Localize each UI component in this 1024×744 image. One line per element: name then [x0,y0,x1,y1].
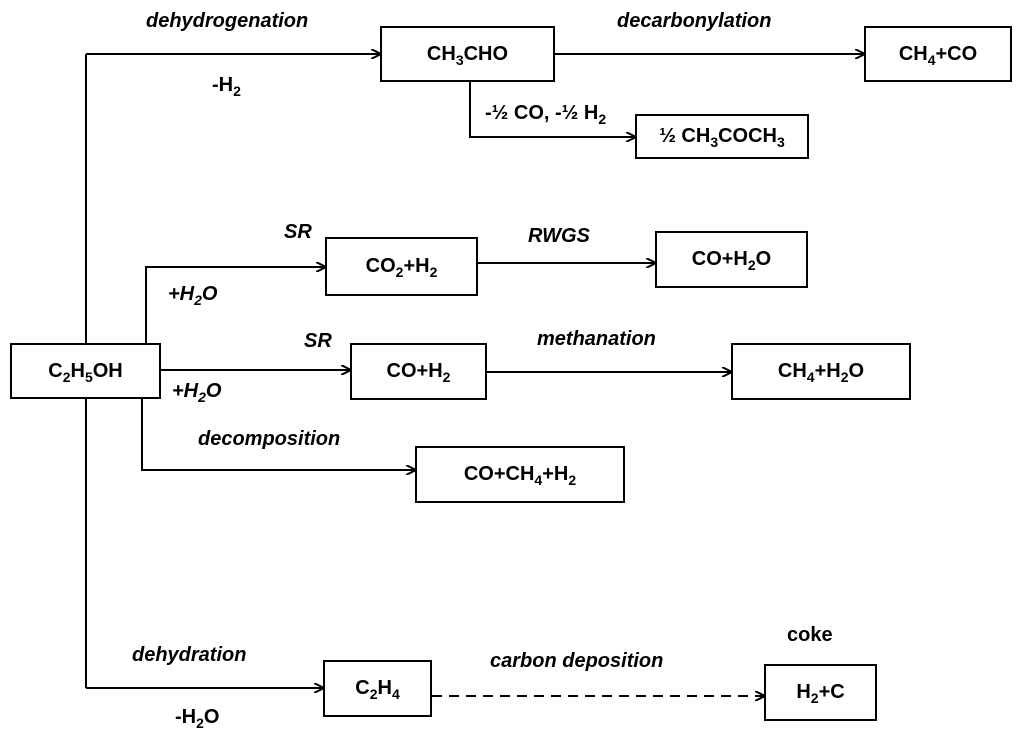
subscript: 3 [710,134,719,150]
node-ch4-h2o: CH4+H2O [731,343,911,400]
label-carbon-deposition: carbon deposition [490,650,664,672]
subscript: 2 [233,83,241,99]
formula-text: ½ CH3COCH3 [659,125,785,150]
formula-text: -½ CO, -½ H2 [485,102,607,127]
label-decarbonylation: decarbonylation [617,10,772,32]
node-co2-h2: CO2+H2 [325,237,478,296]
node-ch4-co: CH4+CO [864,26,1012,82]
subscript: 2 [429,264,438,280]
subscript: 3 [777,134,785,150]
formula-text: H2+C [796,681,845,706]
subscript: 2 [196,715,204,731]
label-plus-h2o-middle: +H2O [172,380,222,405]
formula-text: CO+H2 [386,360,451,385]
subscript: 2 [369,686,378,702]
formula-text: +H2O [172,380,222,405]
subscript: 2 [62,368,71,385]
label-dehydrogenation: dehydrogenation [146,10,309,32]
formula-text: C2H4 [355,677,400,702]
node-co-ch4-h2: CO+CH4+H2 [415,446,625,503]
label-sr-upper: SR [284,221,312,243]
formula-text: CO+H2O [691,248,772,273]
subscript: 2 [198,389,206,405]
subscript: 2 [840,369,849,385]
label-rwgs: RWGS [528,225,590,247]
subscript: 5 [84,368,93,385]
subscript: 2 [598,111,607,127]
label-decomposition: decomposition [198,428,341,450]
formula-text: -H2 [212,74,241,99]
formula-text: CO2+H2 [365,255,438,280]
label-sr-middle: SR [304,330,332,352]
node-ethanol: C2H5OH [10,343,161,399]
label-methanation: methanation [537,328,656,350]
node-acetaldehyde: CH3CHO [380,26,555,82]
formula-text: CH4+H2O [777,360,865,385]
subscript: 2 [442,369,451,385]
formula-text: CH3CHO [426,42,509,68]
formula-text: C2H5OH [48,359,123,385]
label-minus-h2o: -H2O [175,706,220,731]
node-acetone: ½ CH3COCH3 [635,114,809,159]
subscript: 4 [806,369,815,385]
subscript: 2 [810,690,819,706]
label-minus-half-co-h2: -½ CO, -½ H2 [485,102,607,127]
subscript: 4 [927,51,936,68]
formula-text: +H2O [168,283,218,308]
node-ethylene: C2H4 [323,660,432,717]
subscript: 2 [568,472,577,488]
subscript: 4 [391,686,400,702]
node-co-h2: CO+H2 [350,343,487,400]
node-co-h2o: CO+H2O [655,231,808,288]
subscript: 4 [534,472,543,488]
subscript: 3 [455,51,464,68]
arrow-decomposition [141,398,415,470]
formula-text: -H2O [175,706,220,731]
label-plus-h2o-upper: +H2O [168,283,218,308]
arrow-to-acetone [469,82,635,137]
label-coke: coke [787,624,833,646]
subscript: 2 [194,292,202,308]
label-dehydration: dehydration [132,644,247,666]
formula-text: CH4+CO [898,42,978,68]
node-h2-c: H2+C [764,664,877,721]
formula-text: CO+CH4+H2 [463,463,577,488]
arrow-sr-upper [145,267,325,344]
label-minus-h2: -H2 [212,74,241,99]
subscript: 2 [395,264,404,280]
subscript: 2 [747,257,756,273]
